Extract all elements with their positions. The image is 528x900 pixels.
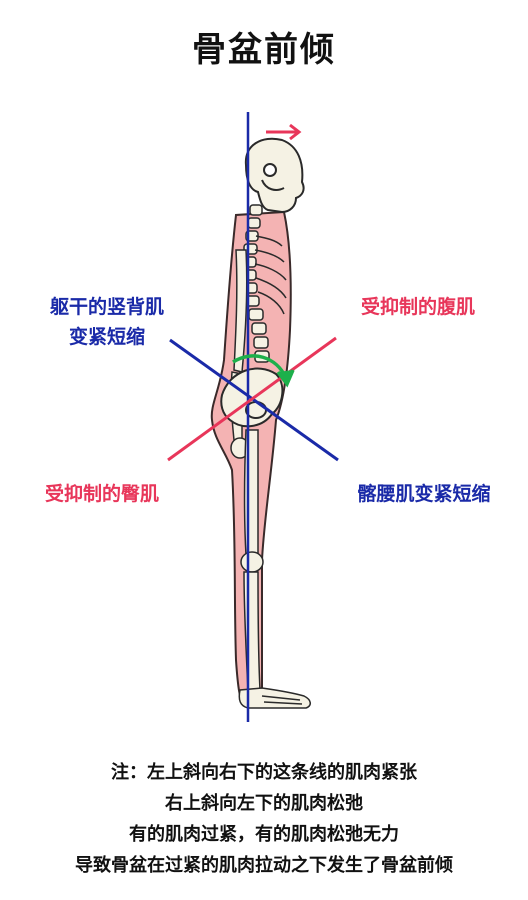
- iliopsoas-label: 髂腰肌变紧短缩: [357, 483, 491, 505]
- skull: [244, 137, 305, 214]
- foot: [238, 687, 311, 709]
- note-text: 注：左上斜向右下的这条线的肌肉紧张 右上斜向左下的肌肉松弛 有的肌肉过紧，有的肌…: [0, 757, 528, 881]
- note-line-2: 右上斜向左下的肌肉松弛: [165, 793, 363, 814]
- weak-muscle-line: [167, 336, 337, 462]
- note-line-4: 导致骨盆在过紧的肌肉拉动之下发生了骨盆前倾: [75, 855, 453, 876]
- page-title: 骨盆前倾: [192, 30, 336, 70]
- erector-spinae-label-line-2: 变紧短缩: [68, 326, 145, 348]
- ribcage: [254, 235, 287, 315]
- rotation-arrow-icon: [232, 354, 295, 388]
- note-line-1: 注：左上斜向右下的这条线的肌肉紧张: [111, 762, 417, 783]
- forward-arrow-icon: [266, 123, 302, 141]
- erector-spinae-label-line-1: 躯干的竖背肌: [49, 296, 164, 318]
- glutes-label: 受抑制的臀肌: [44, 483, 159, 505]
- tight-muscle-line: [169, 338, 339, 462]
- abdominals-label: 受抑制的腹肌: [360, 296, 475, 318]
- erector-spinae-label: 躯干的竖背肌 变紧短缩: [22, 292, 192, 352]
- note-line-3: 有的肌肉过紧，有的肌肉松弛无力: [129, 824, 399, 845]
